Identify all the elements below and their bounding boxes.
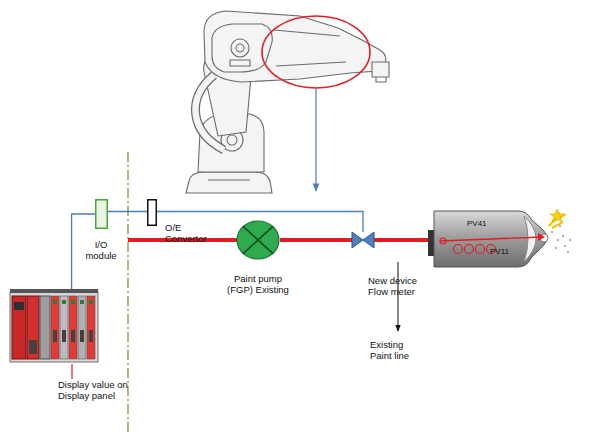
pointer-arrow [315,88,316,191]
node-label: New device Flow meter [368,275,424,297]
node-label: Paint pump (FGP) Existing [222,273,294,295]
flow-meter-symbol: New device Flow meter [352,232,374,248]
robot-illustration [186,11,389,193]
node-label: I/O module [81,239,121,261]
node-label: Display value on Display panel [58,379,150,401]
converter-box: O/E Convertor [147,199,157,226]
plc-rack-outline [10,290,98,364]
node-label: PV11 [490,247,520,256]
node-label: O/E Convertor [165,222,213,244]
io-module-box-outline [95,199,108,229]
flow-meter-symbol-outline [352,232,374,248]
paint-line [374,238,432,242]
converter-box-outline [147,199,157,226]
plc-rack: Display value on Display panel [10,290,98,364]
paint-line [280,238,352,242]
leader-line [71,364,72,379]
pump-symbol: Paint pump (FGP) Existing [236,220,280,260]
io-module-box: I/O module [95,199,108,229]
note-text: Existing Paint line [370,339,420,361]
highlight-ellipse [262,16,370,88]
pump-symbol-outline [236,220,280,260]
paint-gun-outline [432,207,542,271]
node-label: PV41 [467,219,497,228]
paint-gun: PV41PV11 [432,207,542,271]
signal-wire [108,211,147,212]
